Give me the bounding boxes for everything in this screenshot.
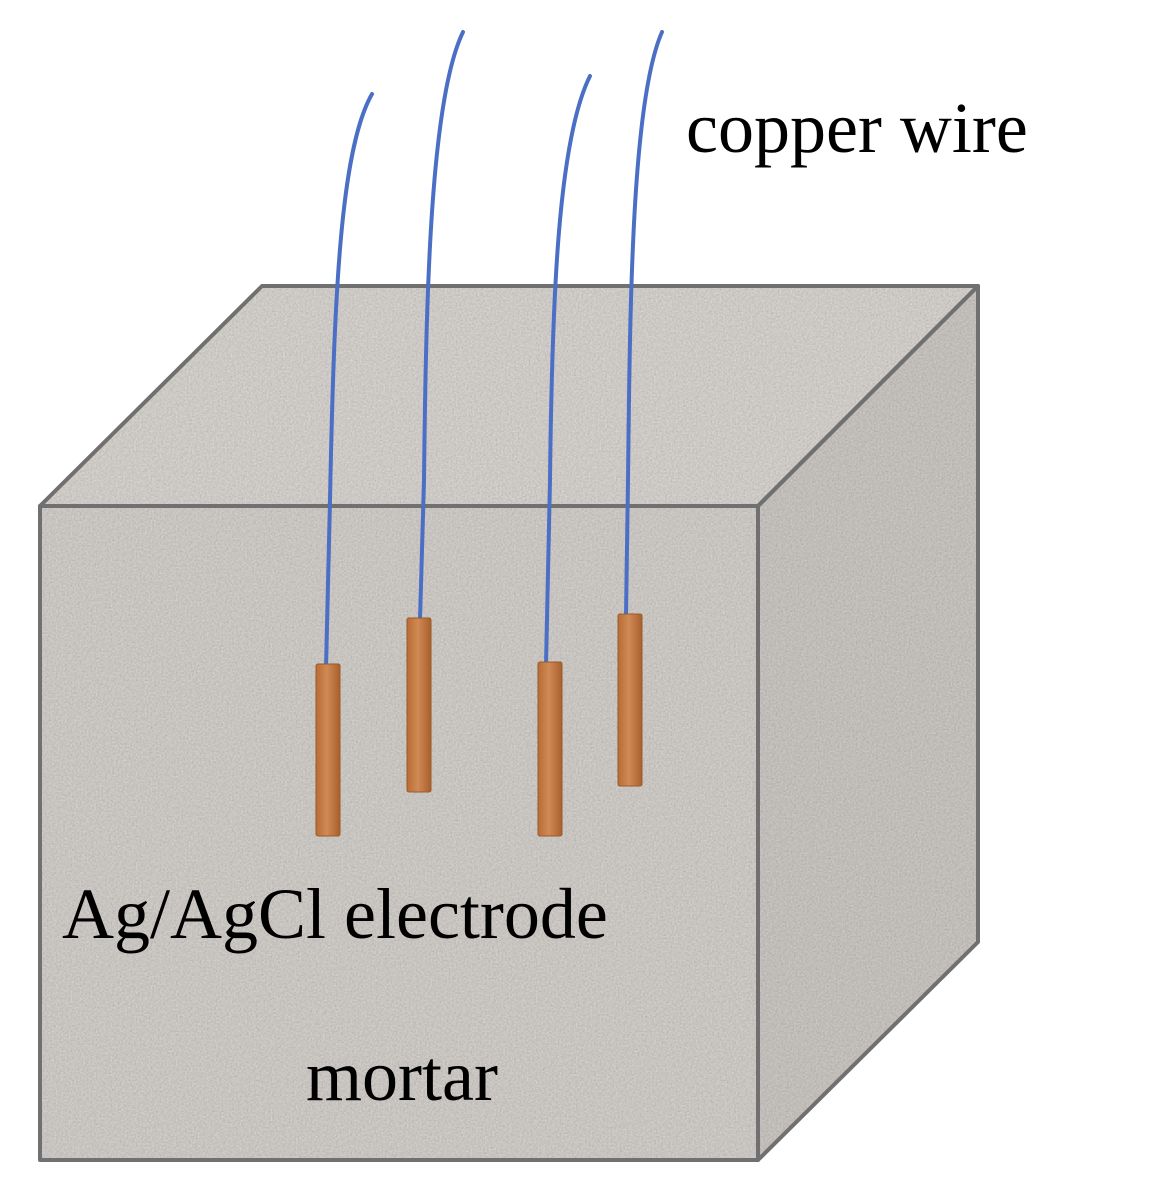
copper-wire-4 [624, 30, 664, 618]
copper-wire-2 [418, 30, 465, 622]
mortar-cube [38, 284, 980, 1162]
copper-wire-3 [544, 74, 592, 667]
electrode-rod-2 [406, 617, 432, 793]
copper-wires [324, 30, 664, 670]
copper-wire-label: copper wire [686, 88, 1028, 168]
cube-top-face [40, 286, 978, 506]
electrode-rod-1 [315, 663, 341, 837]
electrode-rod-3 [537, 661, 563, 837]
copper-wire-1 [324, 92, 374, 670]
electrode-label: Ag/AgCl electrode [62, 874, 608, 954]
cube-right-face [758, 286, 978, 1160]
mortar-label: mortar [306, 1036, 498, 1116]
electrode-rod-4 [617, 613, 643, 787]
cube-edges [38, 284, 980, 1162]
electrodes [315, 613, 643, 837]
